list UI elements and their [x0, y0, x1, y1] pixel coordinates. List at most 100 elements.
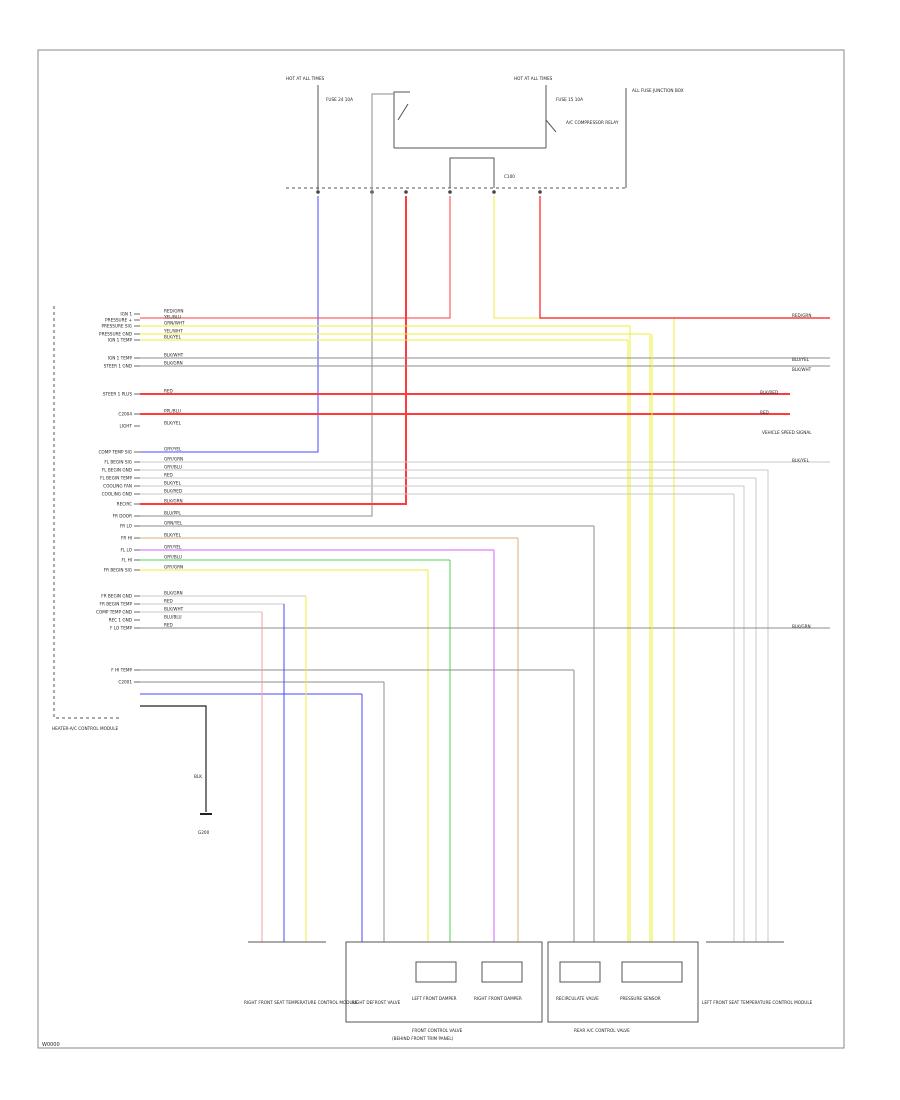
wire-code-label: PPL/BLU — [164, 409, 181, 414]
component-right-front-damper: RIGHT FRONT DAMPER — [474, 996, 522, 1001]
module-pin-label: COOLING FAN — [103, 484, 132, 489]
component-pressure-sensor: PRESSURE SENSOR — [620, 996, 661, 1001]
right-label-3: BLK/RED — [760, 390, 778, 395]
connector-note-label: C100 — [504, 174, 515, 179]
wire-code-label: RED/GRN — [164, 309, 183, 314]
rear-valve-box — [547, 941, 699, 1023]
right-front-damper-box — [481, 961, 523, 983]
wire-red-ign — [140, 196, 451, 319]
module-pin-label: RECIRC — [117, 502, 132, 507]
wire-gray-cooling — [140, 196, 373, 517]
module-pin-label: IGN 1 TEMP — [108, 338, 133, 343]
module-name-label: HEATER-A/C CONTROL MODULE — [52, 726, 119, 731]
hot-right-label: HOT AT ALL TIMES — [514, 76, 553, 81]
ground-section: BLK G200 — [140, 705, 212, 835]
right-label-0: RED/GRN — [792, 313, 811, 318]
module-pin-label: FL HI — [122, 558, 132, 563]
wire-red-main — [539, 196, 830, 319]
module-pin-label: COMP TEMP SIG — [99, 450, 133, 455]
right-side-labels: RED/GRN BLU/YEL BLK/WHT BLK/RED RED VEHI… — [760, 313, 812, 629]
wire-gray-fuse-top — [371, 93, 394, 196]
module-pin-label: IGN 1 TEMP — [108, 356, 133, 361]
wire-code-label: RED — [164, 389, 173, 394]
wire-code-label: BLK/YEL — [164, 335, 182, 340]
module-pin-label: FL BEGIN GND — [102, 468, 132, 473]
module-pin-label: IGN 1 — [120, 312, 132, 317]
left-front-damper-box — [415, 961, 457, 983]
module-pin-label: STEER 1 PLUS — [103, 392, 132, 397]
control-module: HEATER-A/C CONTROL MODULE — [52, 306, 120, 731]
figure-id: W0000 — [42, 1042, 60, 1048]
right-label-1: BLU/YEL — [792, 357, 810, 362]
wire-yellow-sensor — [493, 196, 675, 942]
wire-code-label: BLK/GRN — [164, 499, 183, 504]
wire-code-label: BLK/GRN — [164, 361, 183, 366]
module-boundary — [53, 306, 120, 719]
wire-code-label: YEL/BLU — [163, 315, 181, 320]
module-pin-label: COOLING GND — [102, 492, 132, 497]
wire-code-label: RED — [164, 623, 173, 628]
group-front-control-valve: FRONT CONTROL VALVE — [412, 1028, 463, 1033]
right-label-7: BLK/GRN — [792, 624, 811, 629]
module-pin-label: FR BEGIN TEMP — [100, 602, 133, 607]
module-pin-label: FR DOOR — [113, 514, 132, 519]
top-power-section: HOT AT ALL TIMES FUSE 24 10A HOT AT ALL … — [286, 76, 684, 194]
fuse-right-label: FUSE 15 10A — [556, 97, 583, 102]
module-pin-label: FR LO — [120, 524, 133, 529]
module-pin-label: FL BEGIN TEMP — [100, 476, 132, 481]
diagram-frame — [37, 49, 845, 1049]
wire-code-label: BLU/PPL — [164, 511, 182, 516]
wire-code-label: BLK/YEL — [164, 533, 182, 538]
component-left-front-damper: LEFT FRONT DAMPER — [412, 996, 457, 1001]
wire-code-label: GRN/WHT — [164, 321, 185, 326]
ground-wire-label: BLK — [194, 774, 202, 779]
front-valve-box — [345, 941, 543, 1023]
wire-code-label: YEL/WHT — [163, 329, 183, 334]
wire-code-label: GRY/YEL — [164, 447, 182, 452]
pressure-sensor-box — [621, 961, 683, 983]
jumper-loop — [449, 157, 495, 188]
module-pin-label: FL BEGIN SIG — [104, 460, 132, 465]
wire-code-label: GRY/GRN — [164, 565, 183, 570]
wire-code-label: GRY/YEL — [164, 545, 182, 550]
module-pin-label: PRESSURE SIG — [102, 324, 133, 329]
wire-red-fan — [140, 196, 407, 505]
module-pin-label: LIGHT — [119, 424, 132, 429]
component-recirculate-valve: RECIRCULATE VALVE — [556, 996, 599, 1001]
ground-label: G200 — [198, 830, 210, 835]
relay-label: A/C COMPRESSOR RELAY — [566, 120, 619, 125]
module-pin-label: FR BEGIN SIG — [104, 568, 132, 573]
wire-code-label: GRN/YEL — [164, 521, 183, 526]
wire-code-label: BLK/WHT — [164, 607, 184, 612]
wire-code-label: GRY/BLU — [164, 465, 182, 470]
wire-code-label: BLK/GRN — [164, 591, 183, 596]
wire-code-label: BLK/RED — [164, 489, 182, 494]
module-pin-label: F HI TEMP — [111, 668, 132, 673]
right-label-6: BLK/YEL — [792, 458, 810, 463]
module-pin-label: REC 1 GND — [109, 618, 132, 623]
wire-code-label: BLK/YEL — [164, 421, 182, 426]
right-label-5: VEHICLE SPEED SIGNAL — [762, 430, 812, 435]
module-pin-label: PRESSURE + — [105, 318, 132, 323]
right-label-2: BLK/WHT — [792, 367, 812, 372]
component-right-seat-module: RIGHT FRONT SEAT TEMPERATURE CONTROL MOD… — [244, 1000, 358, 1005]
relay-switch-box — [393, 91, 410, 148]
wire-harness — [140, 93, 830, 942]
bottom-components: RIGHT FRONT SEAT TEMPERATURE CONTROL MOD… — [244, 941, 813, 1041]
right-label-4: RED — [760, 410, 769, 415]
module-pin-label: FR BEGIN GND — [101, 594, 132, 599]
wire-code-label: BLU/BLU — [164, 615, 182, 620]
module-pin-label: C2004 — [118, 412, 132, 417]
wire-code-label: BLK/YEL — [164, 481, 182, 486]
hot-left-label: HOT AT ALL TIMES — [286, 76, 325, 81]
relay-contact — [545, 119, 557, 133]
group-front-location-note: (BEHIND FRONT TRIM PANEL) — [392, 1036, 454, 1041]
wire-code-label: RED — [164, 473, 173, 478]
wire-code-label: GRY/GRN — [164, 457, 183, 462]
group-rear-control-valve: REAR A/C CONTROL VALVE — [574, 1028, 630, 1033]
fuse-box-label: ALL FUSE JUNCTION BOX — [632, 88, 684, 93]
module-pin-label: F LO TEMP — [110, 626, 132, 631]
module-pin-label: C2001 — [118, 680, 132, 685]
